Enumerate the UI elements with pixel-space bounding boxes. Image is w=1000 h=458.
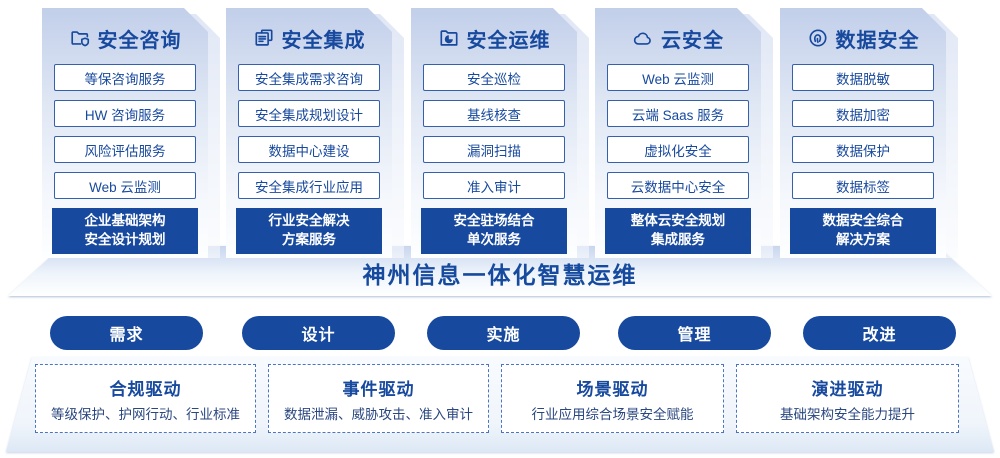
service-item: 安全集成行业应用 xyxy=(238,172,380,199)
service-item: 漏洞扫描 xyxy=(423,136,565,163)
cloud-icon xyxy=(633,32,651,45)
driver-title: 演进驱动 xyxy=(811,379,884,399)
footer-line: 单次服务 xyxy=(467,232,521,247)
driver-box-incident: 事件驱动 数据泄漏、威胁攻击、准入审计 xyxy=(268,364,489,433)
stage-pill-implement: 实施 xyxy=(427,316,580,350)
footer-line: 数据安全综合 xyxy=(822,213,904,229)
column-footer: 数据安全综合 解决方案 xyxy=(790,208,936,254)
column-title: 云安全 xyxy=(661,29,724,52)
driver-box-scenario: 场景驱动 行业应用综合场景安全赋能 xyxy=(501,364,724,433)
service-item: HW 咨询服务 xyxy=(54,100,196,127)
stage-pill-requirements: 需求 xyxy=(50,316,203,350)
column-title: 安全运维 xyxy=(466,29,551,52)
service-item: 安全集成需求咨询 xyxy=(238,64,380,91)
column-footer: 整体云安全规划 集成服务 xyxy=(605,208,751,254)
stage-pill-manage: 管理 xyxy=(618,316,771,350)
column-header: 数据安全 xyxy=(780,24,946,52)
column-security-integration: 安全集成 安全集成需求咨询 安全集成规划设计 数据中心建设 安全集成行业应用 行… xyxy=(226,8,392,258)
service-item: 数据脱敏 xyxy=(792,64,934,91)
column-title: 数据安全 xyxy=(835,29,920,52)
service-item: 数据标签 xyxy=(792,172,934,199)
footer-line: 整体云安全规划 xyxy=(630,213,726,229)
footer-line: 集成服务 xyxy=(651,232,705,247)
service-item: Web 云监测 xyxy=(607,64,749,91)
fingerprint-icon xyxy=(808,29,827,47)
column-cloud-security: 云安全 Web 云监测 云端 Saas 服务 虚拟化安全 云数据中心安全 整体云… xyxy=(595,8,761,258)
banner-title: 神州信息一体化智慧运维 xyxy=(362,262,638,288)
footer-line: 方案服务 xyxy=(282,232,336,247)
driver-title: 场景驱动 xyxy=(576,379,649,399)
column-header: 云安全 xyxy=(595,24,761,52)
folder-shield-icon xyxy=(70,31,89,47)
driver-desc: 行业应用综合场景安全赋能 xyxy=(531,406,694,422)
driver-box-compliance: 合规驱动 等级保护、护网行动、行业标准 xyxy=(35,364,256,433)
driver-title: 合规驱动 xyxy=(109,379,182,399)
service-item: 基线核查 xyxy=(423,100,565,127)
service-item: 准入审计 xyxy=(423,172,565,199)
driver-box-evolution: 演进驱动 基础架构安全能力提升 xyxy=(736,364,959,433)
column-header: 安全运维 xyxy=(411,24,577,52)
stage-pill-design: 设计 xyxy=(242,316,395,350)
column-footer: 企业基础架构 安全设计规划 xyxy=(52,208,198,254)
footer-line: 企业基础架构 xyxy=(84,213,166,229)
service-item: 安全巡检 xyxy=(423,64,565,91)
footer-line: 安全设计规划 xyxy=(84,232,166,247)
column-header: 安全集成 xyxy=(226,24,392,52)
driver-desc: 基础架构安全能力提升 xyxy=(780,406,915,422)
service-item: 数据加密 xyxy=(792,100,934,127)
documents-icon xyxy=(254,29,273,46)
service-item: 云数据中心安全 xyxy=(607,172,749,199)
column-security-consulting: 安全咨询 等保咨询服务 HW 咨询服务 风险评估服务 Web 云监测 企业基础架… xyxy=(42,8,208,258)
folder-pie-icon xyxy=(439,30,458,46)
service-item: 虚拟化安全 xyxy=(607,136,749,163)
service-item: 云端 Saas 服务 xyxy=(607,100,749,127)
driver-desc: 数据泄漏、威胁攻击、准入审计 xyxy=(284,406,473,422)
footer-line: 行业安全解决 xyxy=(268,213,350,229)
footer-line: 解决方案 xyxy=(836,232,890,247)
column-header: 安全咨询 xyxy=(42,24,208,52)
driver-desc: 等级保护、护网行动、行业标准 xyxy=(51,406,240,422)
driver-title: 事件驱动 xyxy=(342,379,415,399)
service-item: Web 云监测 xyxy=(54,172,196,199)
service-item: 安全集成规划设计 xyxy=(238,100,380,127)
column-security-operations: 安全运维 安全巡检 基线核查 漏洞扫描 准入审计 安全驻场结合 单次服务 xyxy=(411,8,577,258)
service-item: 数据保护 xyxy=(792,136,934,163)
service-item: 数据中心建设 xyxy=(238,136,380,163)
footer-line: 安全驻场结合 xyxy=(453,213,535,229)
column-title: 安全集成 xyxy=(281,29,366,52)
service-item: 等保咨询服务 xyxy=(54,64,196,91)
column-data-security: 数据安全 数据脱敏 数据加密 数据保护 数据标签 数据安全综合 解决方案 xyxy=(780,8,946,258)
column-title: 安全咨询 xyxy=(97,29,182,52)
stage-pill-improve: 改进 xyxy=(803,316,956,350)
column-footer: 行业安全解决 方案服务 xyxy=(236,208,382,254)
column-footer: 安全驻场结合 单次服务 xyxy=(421,208,567,254)
service-item: 风险评估服务 xyxy=(54,136,196,163)
